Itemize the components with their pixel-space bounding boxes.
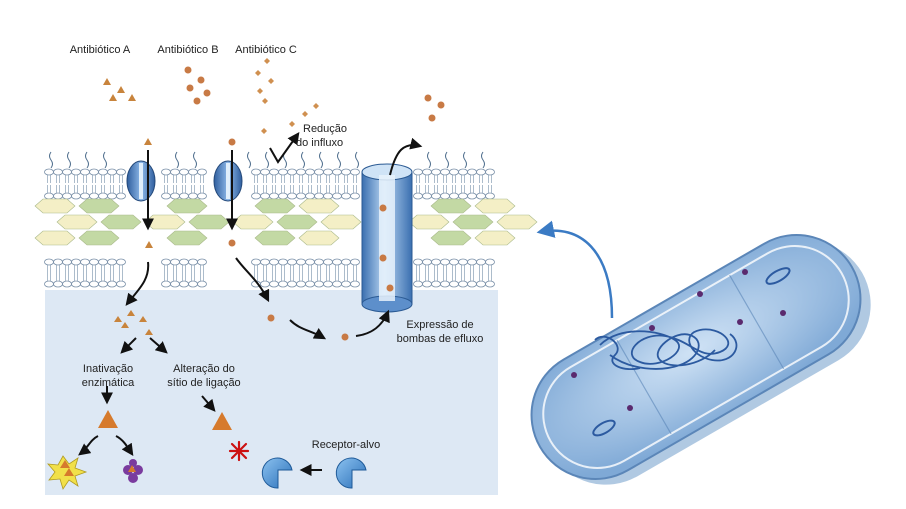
target-receptor-icon-free (335, 457, 367, 489)
label-binding-site-2: sítio de ligação (167, 377, 240, 389)
inner-arrow-b (235, 257, 270, 303)
label-antibiotic-c: Antibiótico C (235, 44, 297, 56)
pathway-arrows (78, 132, 423, 476)
target-receptor-icon (261, 457, 293, 489)
bacterial-dna (594, 328, 738, 370)
antibiotic-a-particles (103, 78, 153, 335)
porin-channel-a (126, 160, 156, 202)
reduced-influx-arrow (269, 132, 300, 164)
inner-arrow-a (125, 261, 150, 306)
inner-membrane (44, 258, 495, 288)
bacterium-icon (530, 234, 871, 485)
antibiotic-a-triangle-enzymatic (98, 410, 118, 428)
ribosome-dots (571, 269, 786, 411)
split-arrow-left (120, 337, 137, 354)
split-arrow-right (149, 337, 168, 354)
porin-channel-b (213, 160, 243, 202)
peptidoglycan-layer (34, 198, 538, 246)
cytoplasm-arrow-b (289, 319, 327, 340)
label-antibiotic-b: Antibiótico B (157, 44, 218, 56)
label-efflux-1: Expressão de (406, 319, 473, 331)
label-efflux-2: bombas de efluxo (397, 333, 484, 345)
antibiotic-a-triangle-binding (212, 412, 232, 430)
label-enzymatic-2: enzimática (82, 377, 135, 389)
cleave-arrow-right (115, 435, 134, 456)
outer-membrane (44, 151, 495, 200)
label-target-receptor: Receptor-alvo (312, 439, 380, 451)
to-pump-arrow (355, 309, 390, 337)
efflux-out-arrow (389, 137, 423, 176)
degraded-fragments-icon (123, 459, 143, 483)
enzyme-cleavage-icon (47, 455, 88, 490)
label-binding-site-1: Alteração do (173, 363, 235, 375)
plasmid-ring-top (765, 267, 791, 285)
label-reduced-influx-1: Redução (303, 123, 347, 135)
zoom-link-arrow (536, 220, 614, 319)
plasmid-ring-bottom (592, 419, 616, 437)
label-reduced-influx-2: do influxo (296, 137, 343, 149)
label-enzymatic-1: Inativação (83, 363, 133, 375)
blocked-binding-icon (228, 440, 250, 462)
antibiotic-b-particles (184, 66, 445, 341)
binding-down-arrow (201, 395, 216, 412)
label-group: Antibiótico A Antibiótico B Antibiótico … (70, 44, 484, 451)
label-antibiotic-a: Antibiótico A (70, 44, 131, 56)
cleave-arrow-left (78, 435, 99, 456)
antibiotic-c-particles (255, 58, 319, 134)
